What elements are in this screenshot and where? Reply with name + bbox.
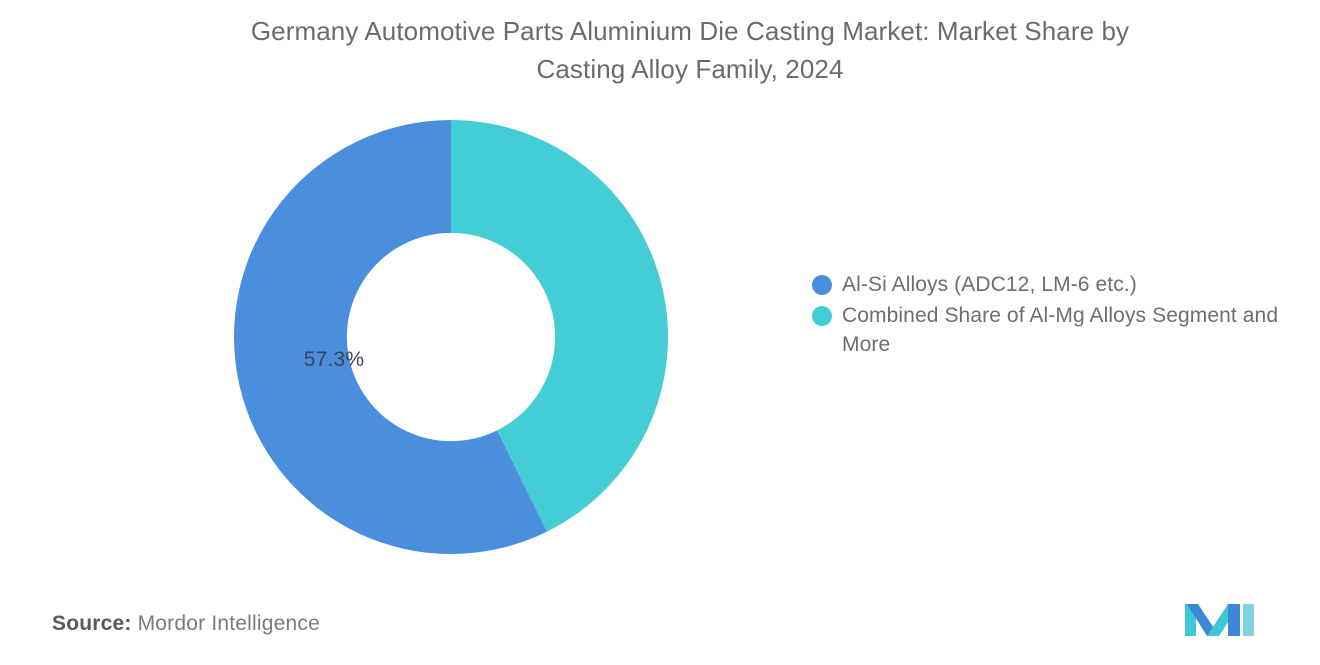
source-value: Mordor Intelligence bbox=[137, 612, 320, 635]
legend-swatch-icon-al-si-alloys bbox=[812, 275, 832, 295]
donut-chart: 57.3% bbox=[234, 120, 668, 554]
donut-slice-combined-share[interactable] bbox=[451, 120, 668, 532]
donut-chart-svg bbox=[234, 120, 668, 554]
chart-legend: Al-Si Alloys (ADC12, LM-6 etc.) Combined… bbox=[812, 270, 1282, 361]
chart-title-line-2: Casting Alloy Family, 2024 bbox=[536, 54, 844, 84]
legend-swatch-icon-combined-share bbox=[812, 306, 832, 326]
legend-item-combined-share[interactable]: Combined Share of Al-Mg Alloys Segment a… bbox=[812, 301, 1282, 359]
mordor-intelligence-logo-icon bbox=[1185, 598, 1257, 642]
source-attribution: Source:Mordor Intelligence bbox=[52, 612, 320, 636]
chart-title: Germany Automotive Parts Aluminium Die C… bbox=[110, 12, 1270, 88]
legend-label-al-si-alloys: Al-Si Alloys (ADC12, LM-6 etc.) bbox=[842, 273, 1137, 296]
legend-label-combined-share: Combined Share of Al-Mg Alloys Segment a… bbox=[842, 304, 1279, 356]
donut-slice-al-si-alloys[interactable] bbox=[234, 120, 548, 554]
chart-title-line-1: Germany Automotive Parts Aluminium Die C… bbox=[250, 16, 1130, 46]
source-label: Source: bbox=[52, 612, 132, 635]
legend-item-al-si-alloys[interactable]: Al-Si Alloys (ADC12, LM-6 etc.) bbox=[812, 270, 1282, 299]
